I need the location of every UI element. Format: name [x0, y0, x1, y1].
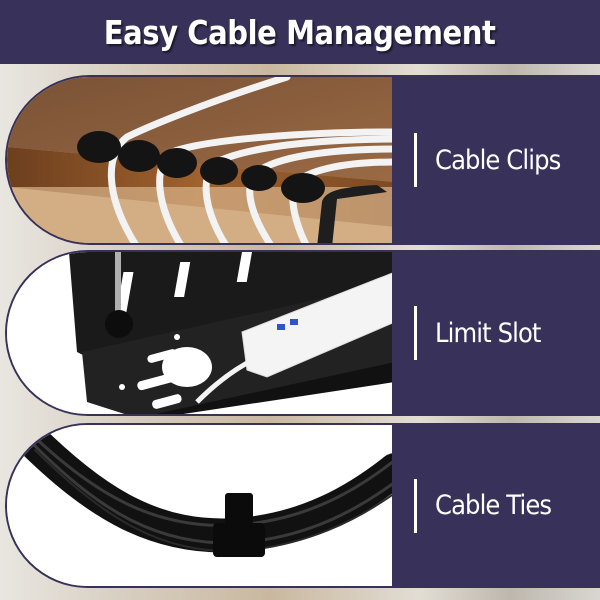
feature-label: Cable Clips [435, 144, 561, 176]
divider-bar [414, 478, 417, 533]
bundled-cables-photo [5, 423, 393, 588]
feature-row-limit-slot: Limit Slot [0, 250, 600, 416]
desk-cable-clips-photo [5, 75, 393, 245]
feature-row-cable-ties: Cable Ties [0, 423, 600, 588]
feature-row-cable-clips: Cable Clips [0, 75, 600, 245]
header-banner: Easy Cable Management [0, 0, 600, 64]
page-title: Easy Cable Management [104, 12, 496, 52]
feature-panel-limit-slot: Limit Slot [392, 250, 600, 416]
divider-bar [414, 133, 417, 187]
feature-panel-cable-ties: Cable Ties [392, 423, 600, 588]
cable-tie-icon [7, 425, 393, 586]
limit-slot-icon [7, 252, 393, 414]
feature-label: Cable Ties [435, 490, 552, 521]
cable-tray-photo [5, 250, 393, 416]
cable-clip-icon [7, 77, 393, 243]
feature-label: Limit Slot [435, 317, 541, 349]
feature-panel-cable-clips: Cable Clips [392, 75, 600, 245]
divider-bar [414, 306, 417, 360]
